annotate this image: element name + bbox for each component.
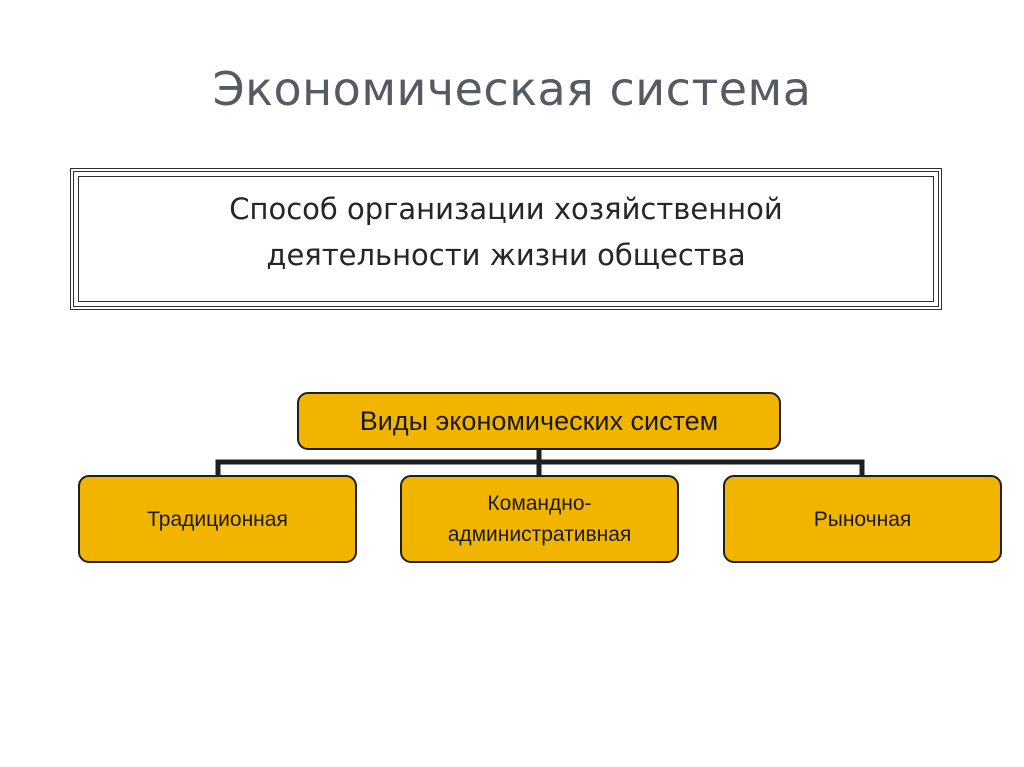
child-node-label: Традиционная [147,504,288,535]
child-node-label: Рыночная [814,504,912,535]
root-node-economic-system-types: Виды экономических систем [297,392,781,450]
child-node-label-line-1: Традиционная [147,507,288,531]
child-node-label-line-1: Командно- [487,492,592,515]
definition-text: Способ организации хозяйственной деятель… [74,186,938,278]
child-node-command-administrative: Командно- административная [400,475,679,563]
child-node-label: Командно- административная [448,488,632,550]
definition-line-1: Способ организации хозяйственной [229,192,783,226]
root-node-label: Виды экономических систем [359,405,719,436]
slide-title: Экономическая система [212,62,812,116]
child-node-label-line-2: административная [447,523,632,546]
definition-box: Способ организации хозяйственной деятель… [70,168,942,310]
definition-line-2: деятельности жизни общества [266,238,746,272]
child-node-label-line-1: Рыночная [813,507,912,531]
child-node-market: Рыночная [723,475,1002,563]
child-node-traditional: Традиционная [78,475,357,563]
